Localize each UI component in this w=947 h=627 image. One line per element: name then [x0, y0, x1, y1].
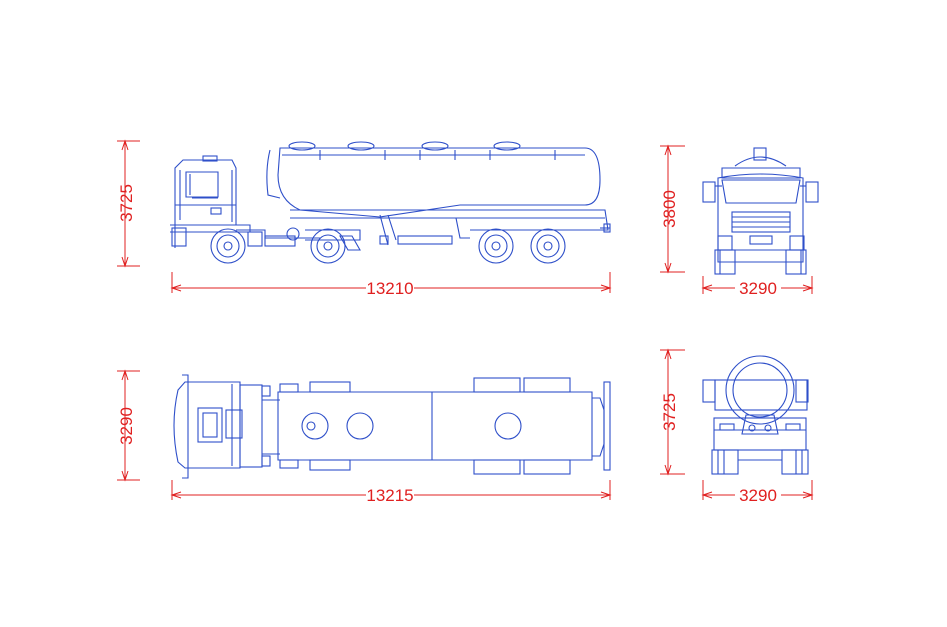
top-width-dimension: 3290 [117, 369, 140, 482]
top-cab [173, 374, 351, 479]
side-trailer-wheel-2 [530, 228, 566, 264]
rear-view: 3725 3290 [660, 348, 814, 505]
rear-width-label: 3290 [739, 486, 777, 505]
front-height-dimension: 3800 [660, 144, 685, 274]
side-trailer-wheel-1 [478, 228, 514, 264]
top-length-dimension: 13215 [170, 480, 612, 505]
rear-width-dimension: 3290 [701, 480, 814, 505]
side-front-wheel [210, 228, 246, 264]
side-length-label: 13210 [366, 279, 413, 298]
side-view: 3725 13210 [117, 139, 612, 298]
top-length-label: 13215 [366, 486, 413, 505]
front-height-label: 3800 [660, 190, 679, 228]
top-width-label: 3290 [117, 407, 136, 445]
top-tank [277, 377, 611, 475]
side-cab [170, 155, 361, 251]
side-height-label: 3725 [117, 184, 136, 222]
front-width-label: 3290 [739, 279, 777, 298]
front-view: 3800 3290 [660, 144, 819, 298]
side-length-dimension: 13210 [170, 272, 612, 298]
side-drive-wheel [310, 228, 346, 264]
rear-body [702, 355, 809, 475]
top-view: 3290 13215 [117, 369, 612, 505]
rear-height-label: 3725 [660, 393, 679, 431]
side-height-dimension: 3725 [117, 139, 140, 268]
side-tank [266, 141, 609, 246]
rear-height-dimension: 3725 [660, 348, 685, 476]
front-width-dimension: 3290 [701, 276, 814, 298]
front-cab [702, 147, 819, 275]
